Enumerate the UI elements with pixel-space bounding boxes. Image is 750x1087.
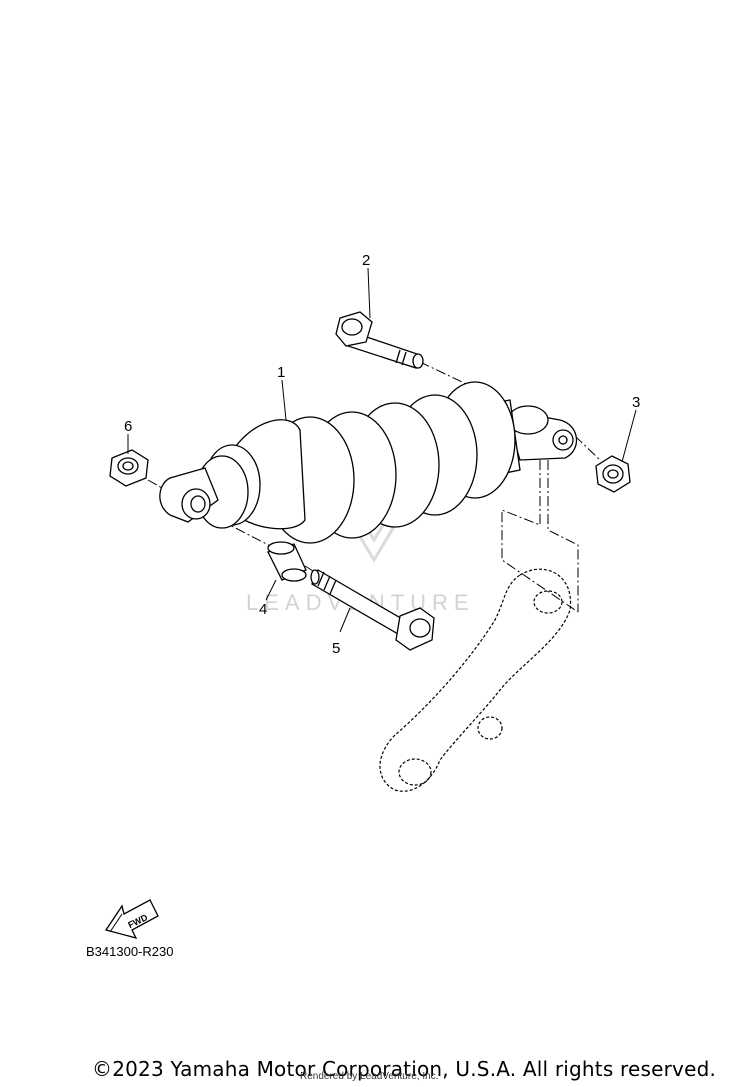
bolt-bottom [310,569,435,651]
nut-left [109,449,149,487]
diagram-code: B341300-R230 [86,944,174,959]
callout-5: 5 [332,640,340,657]
copyright-notice: ©2023 Yamaha Motor Corporation, U.S.A. A… [92,1057,717,1081]
callout-2: 2 [362,252,370,269]
callout-6: 6 [124,418,132,435]
nut-right [595,455,631,493]
callout-4: 4 [259,601,267,618]
callout-1: 1 [277,364,285,381]
collar [267,541,307,582]
callout-3: 3 [632,394,640,411]
linkage-arm [379,568,572,792]
shock-absorber [159,381,578,544]
rendered-by-notice: Rendered by LeadVenture, Inc. [300,1071,439,1082]
callout-lines [127,267,637,633]
fwd-arrow-icon: FWD [104,899,159,939]
bolt-top [335,311,424,369]
